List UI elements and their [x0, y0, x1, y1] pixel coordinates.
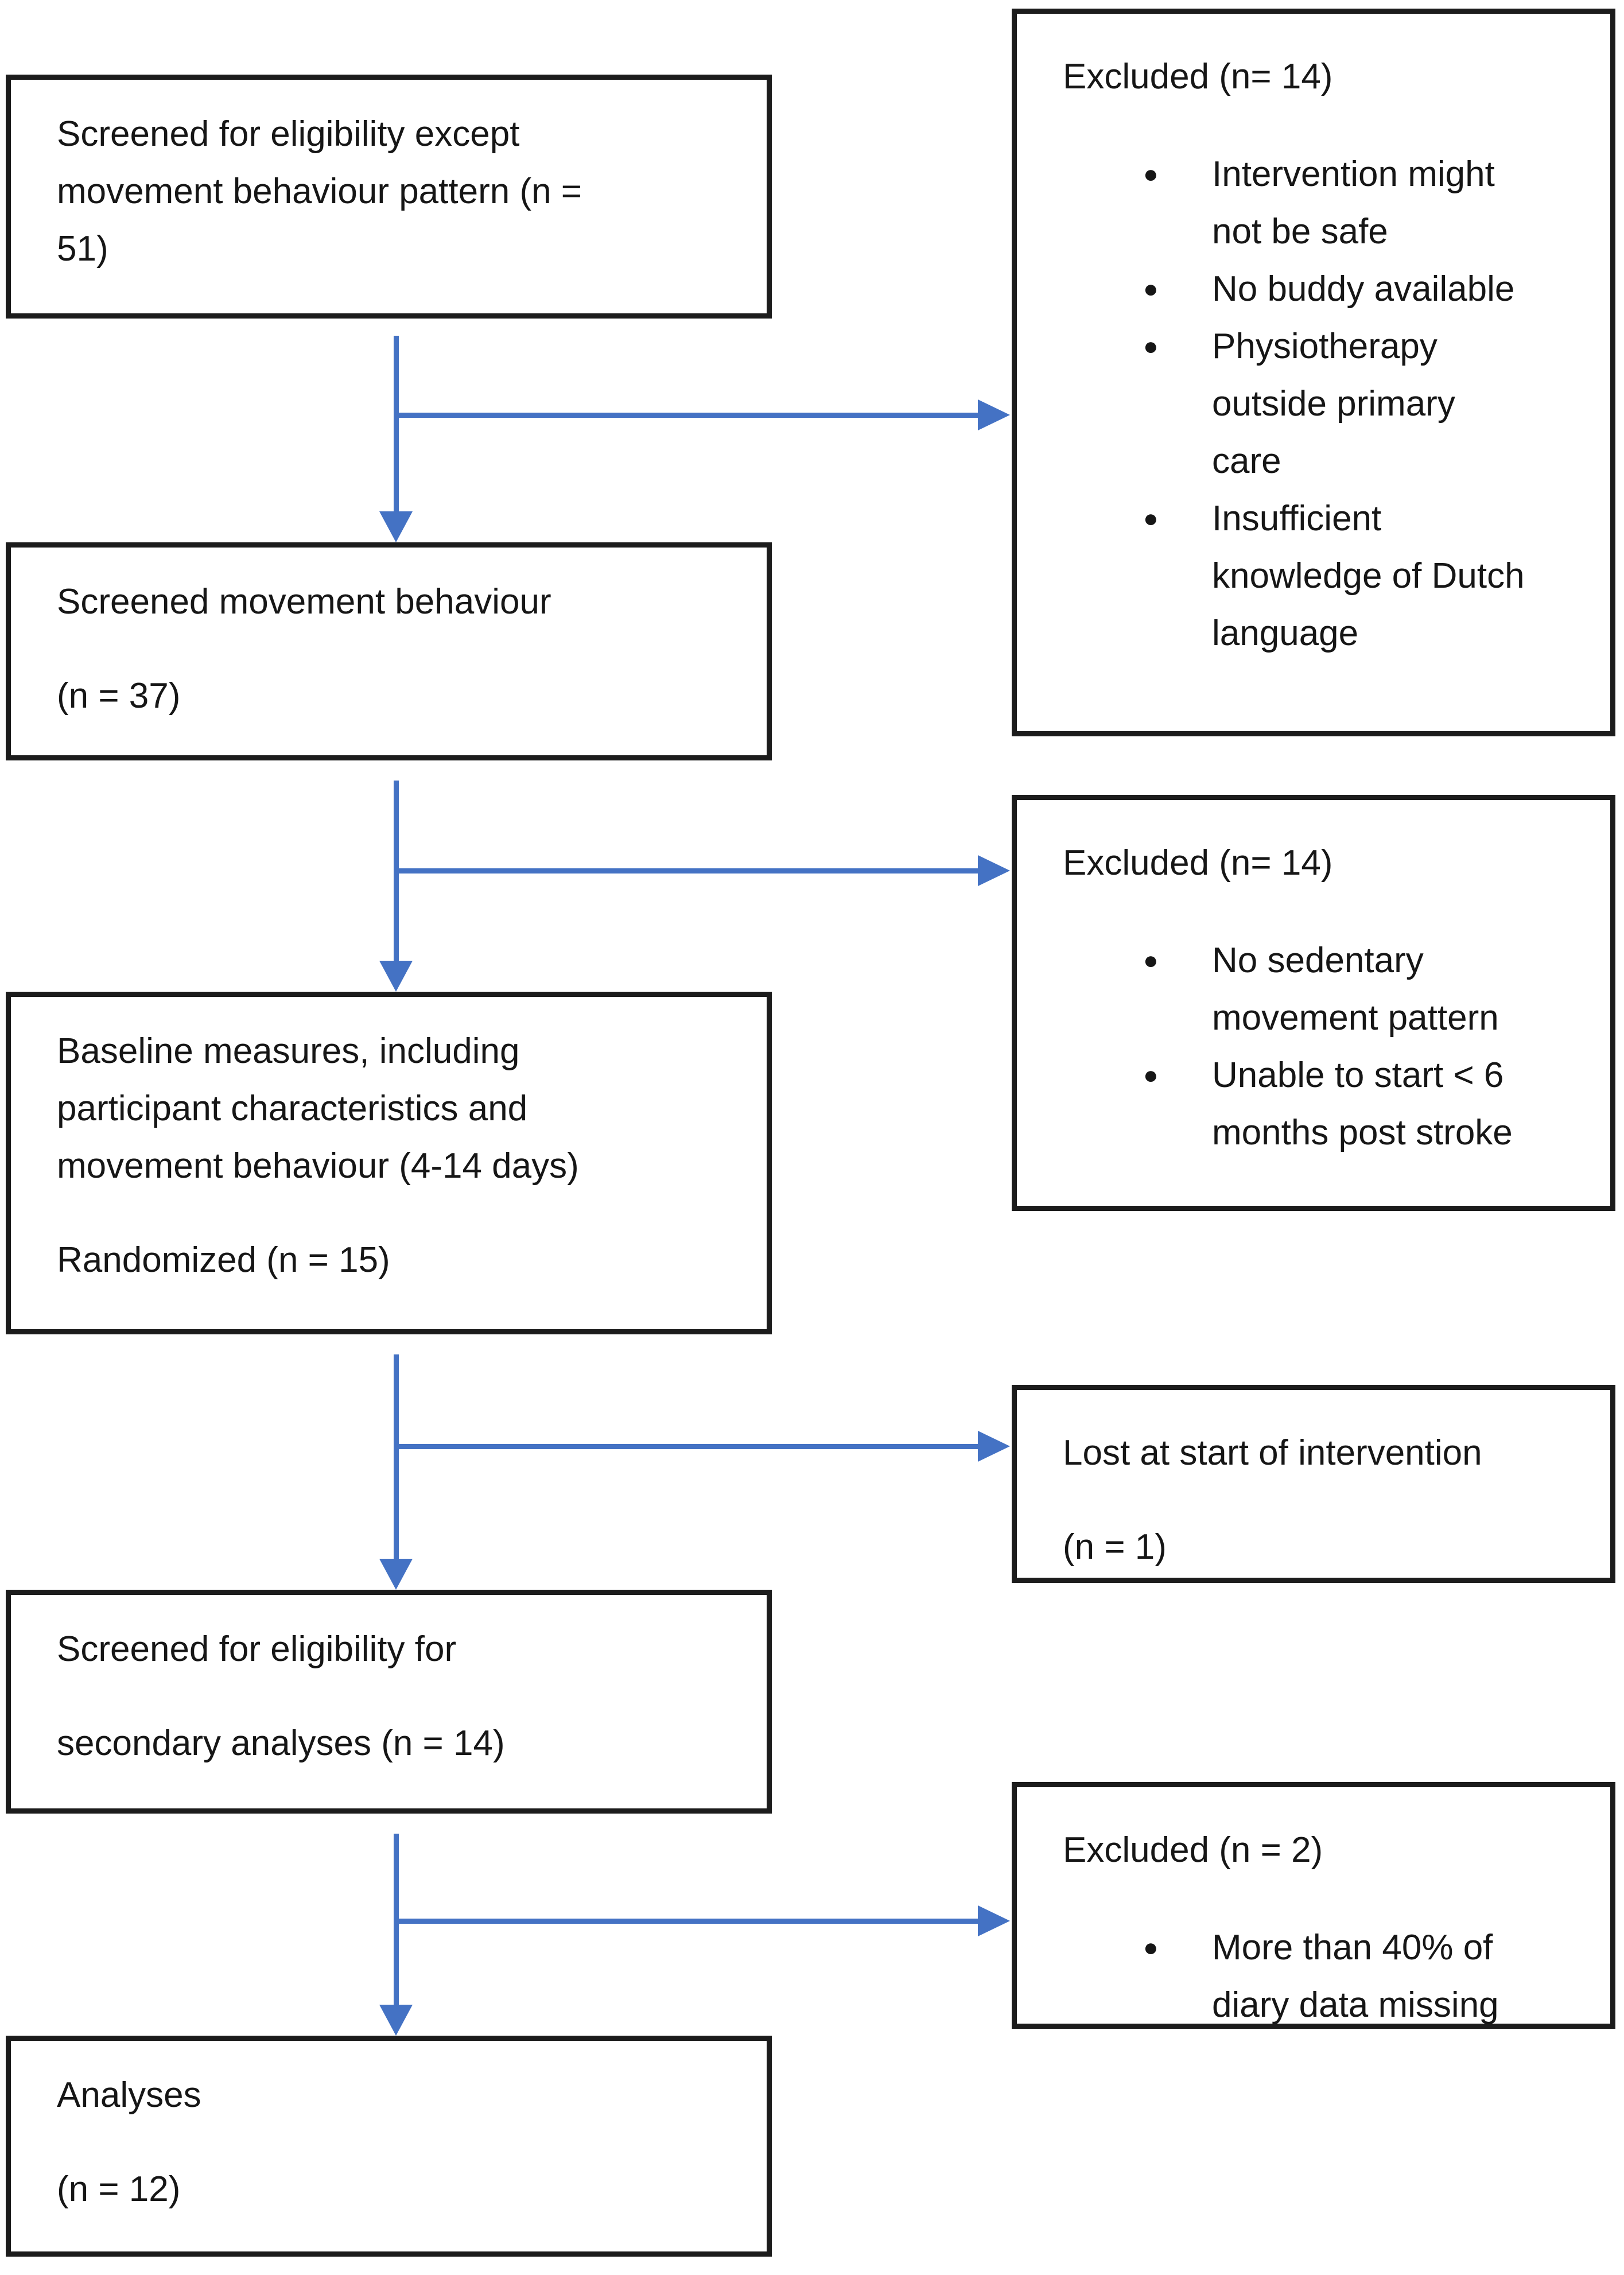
box-text-line: Screened for eligibility except: [57, 114, 520, 154]
arrowhead-down-icon: [379, 961, 413, 992]
bullet-text-line: No buddy available: [1212, 269, 1515, 309]
connector-line-down-1: [394, 336, 399, 514]
arrowhead-down-icon: [379, 2005, 413, 2036]
box-text-line: Screened for eligibility for: [57, 1629, 457, 1669]
box-text-line: (n = 1): [1063, 1527, 1167, 1567]
bullet-text-line: Insufficient: [1212, 499, 1382, 538]
arrowhead-right-icon: [978, 1431, 1010, 1462]
arrowhead-right-icon: [978, 1905, 1010, 1936]
bullet-item: Intervention might not be safe: [1063, 146, 1564, 261]
bullet-item: Physiotherapy outside primary care: [1063, 318, 1564, 490]
bullet-text-line: diary data missing: [1212, 1985, 1499, 2025]
paragraph: secondary analyses (n = 14): [57, 1715, 721, 1772]
bullet-text-line: knowledge of Dutch: [1212, 556, 1525, 596]
box-text-line: movement behaviour (4-14 days): [57, 1146, 579, 1186]
bullet-dot-icon: [1143, 146, 1212, 261]
flow-box-screened-eligibility: Screened for eligibility except movement…: [6, 75, 772, 319]
bullet-dot-icon: [1143, 1919, 1212, 2034]
flow-box-baseline-randomized: Baseline measures, including participant…: [6, 992, 772, 1334]
box-text-line: Lost at start of intervention: [1063, 1433, 1482, 1473]
paragraph: Screened for eligibility except movement…: [57, 106, 721, 278]
box-text-line: movement behaviour pattern (n =: [57, 172, 582, 211]
bullet-text-line: months post stroke: [1212, 1113, 1513, 1152]
box-text-line: Baseline measures, including: [57, 1031, 520, 1071]
excluded-heading: Excluded (n= 14): [1063, 57, 1333, 96]
arrowhead-down-icon: [379, 511, 413, 542]
bullet-text-line: language: [1212, 614, 1359, 653]
box-text-line: Randomized (n = 15): [57, 1240, 390, 1280]
paragraph: (n = 37): [57, 667, 721, 725]
box-text-line: (n = 37): [57, 676, 181, 716]
side-box-excluded-1: Excluded (n= 14) Intervention might not …: [1012, 9, 1615, 736]
box-text-line: 51): [57, 229, 108, 269]
paragraph: (n = 12): [57, 2161, 721, 2218]
arrowhead-right-icon: [978, 855, 1010, 886]
bullet-text-line: More than 40% of: [1212, 1928, 1493, 1967]
paragraph: Lost at start of intervention: [1063, 1424, 1564, 1482]
bullet-text-line: Unable to start < 6: [1212, 1055, 1504, 1095]
bullet-text-line: care: [1212, 441, 1281, 481]
bullet-text-line: Intervention might: [1212, 154, 1495, 194]
bullet-dot-icon: [1143, 490, 1212, 662]
bullet-dot-icon: [1143, 932, 1212, 1047]
bullet-dot-icon: [1143, 261, 1212, 318]
paragraph: Baseline measures, including participant…: [57, 1023, 721, 1195]
side-box-lost-at-start: Lost at start of intervention (n = 1): [1012, 1385, 1615, 1583]
bullet-dot-icon: [1143, 1047, 1212, 1162]
arrowhead-down-icon: [379, 1559, 413, 1590]
side-box-excluded-3: Excluded (n = 2) More than 40% of diary …: [1012, 1782, 1615, 2029]
excluded-heading: Excluded (n= 14): [1063, 843, 1333, 883]
bullet-item: Insufficient knowledge of Dutch language: [1063, 490, 1564, 662]
bullet-text-line: movement pattern: [1212, 998, 1499, 1038]
excluded-heading: Excluded (n = 2): [1063, 1830, 1323, 1870]
box-text-line: participant characteristics and: [57, 1089, 528, 1128]
box-text-line: (n = 12): [57, 2169, 181, 2209]
connector-line-right-4: [396, 1919, 979, 1924]
arrowhead-right-icon: [978, 399, 1010, 430]
paragraph: Screened for eligibility for: [57, 1621, 721, 1678]
bullet-text-line: No sedentary: [1212, 941, 1424, 980]
bullet-dot-icon: [1143, 318, 1212, 490]
connector-line-right-2: [396, 868, 979, 873]
box-text-line: Screened movement behaviour: [57, 582, 551, 622]
bullet-text-line: not be safe: [1212, 212, 1388, 251]
paragraph: Screened movement behaviour: [57, 573, 721, 631]
flow-box-screened-secondary: Screened for eligibility for secondary a…: [6, 1590, 772, 1814]
bullet-item: No sedentary movement pattern: [1063, 932, 1564, 1047]
paragraph: Analyses: [57, 2067, 721, 2124]
connector-line-right-1: [396, 413, 979, 418]
paragraph: Randomized (n = 15): [57, 1232, 721, 1289]
bullet-text-line: Physiotherapy: [1212, 327, 1437, 366]
connector-line-right-3: [396, 1444, 979, 1449]
box-text-line: Analyses: [57, 2075, 201, 2115]
paragraph: (n = 1): [1063, 1519, 1564, 1576]
bullet-item: Unable to start < 6 months post stroke: [1063, 1047, 1564, 1162]
flow-box-analyses: Analyses (n = 12): [6, 2036, 772, 2257]
bullet-item: More than 40% of diary data missing: [1063, 1919, 1564, 2034]
box-text-line: secondary analyses (n = 14): [57, 1723, 505, 1763]
connector-line-down-3: [394, 1354, 399, 1560]
bullet-item: No buddy available: [1063, 261, 1564, 318]
side-box-excluded-2: Excluded (n= 14) No sedentary movement p…: [1012, 795, 1615, 1211]
bullet-text-line: outside primary: [1212, 384, 1455, 424]
flow-box-screened-movement: Screened movement behaviour (n = 37): [6, 542, 772, 760]
